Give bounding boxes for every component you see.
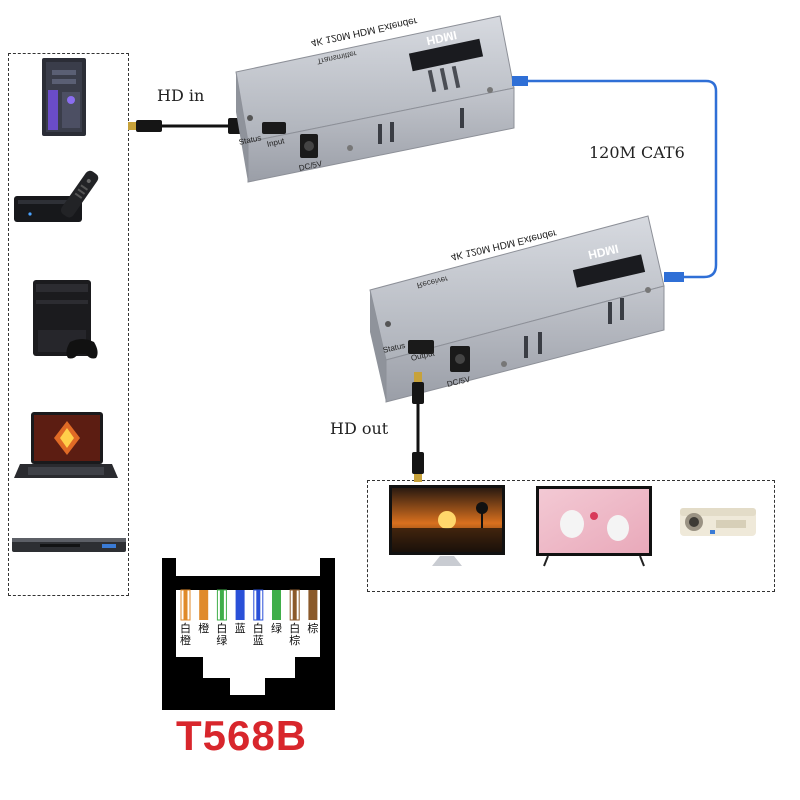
wire-5-stripe — [256, 590, 261, 620]
wire-2 — [199, 590, 209, 620]
wire-label-3: 白 绿 — [216, 622, 228, 647]
wire-6 — [272, 590, 281, 620]
wire-label-4: 蓝 — [234, 622, 246, 635]
wire-label-8: 棕 — [307, 622, 319, 635]
game-console-icon — [33, 280, 98, 359]
t568b-title: T568B — [176, 712, 308, 759]
wire-3-stripe — [219, 590, 224, 620]
laptop-icon — [14, 412, 118, 478]
display-devices-panel — [367, 480, 775, 592]
receiver-device — [369, 215, 665, 403]
wire-8 — [308, 590, 318, 620]
wire-label-7: 白 棕 — [289, 622, 301, 647]
wire-4 — [235, 590, 245, 620]
wire-7-stripe — [292, 590, 297, 620]
tv-sunset-icon — [389, 485, 505, 566]
hd-out-label: HD out — [330, 419, 389, 438]
pc-tower-icon — [42, 58, 86, 136]
dvd-player-icon — [12, 538, 126, 552]
source-devices-panel — [8, 53, 129, 596]
set-top-box-icon — [14, 170, 99, 222]
rj45-wires — [180, 589, 318, 621]
hdmi-output-cable — [412, 372, 424, 482]
wire-label-2: 橙 — [198, 622, 210, 635]
wire-label-6: 绿 — [271, 622, 282, 635]
cable-label: 120M CAT6 — [589, 143, 685, 162]
wire-1-stripe — [183, 590, 188, 620]
tv-birds-icon — [536, 486, 652, 567]
cat6-cable — [512, 76, 718, 282]
projector-icon — [680, 508, 756, 536]
hd-in-label: HD in — [157, 86, 205, 105]
wire-label-5: 白 蓝 — [252, 622, 264, 647]
transmitter-device — [235, 15, 515, 183]
wire-label-1: 白 橙 — [180, 622, 191, 647]
